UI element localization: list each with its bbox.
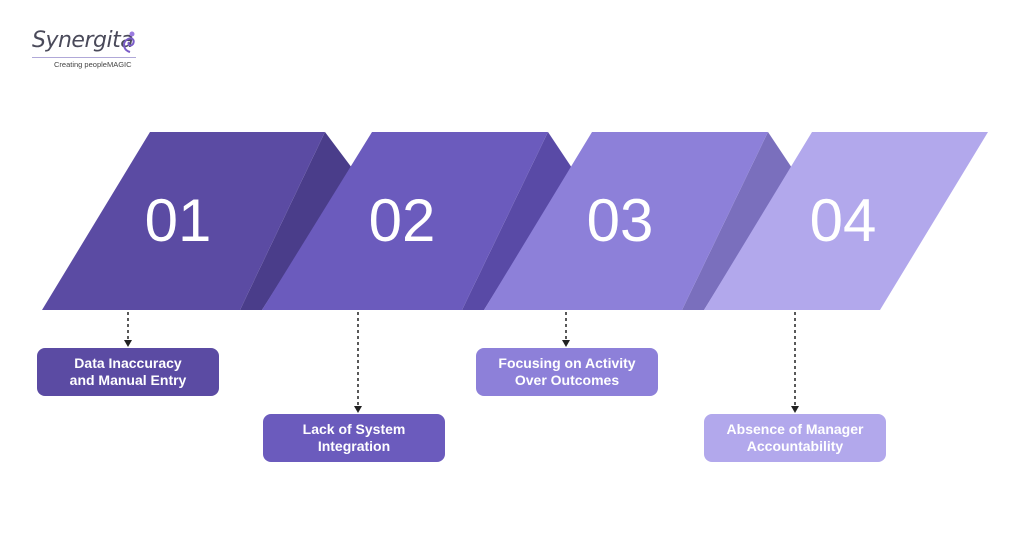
arrowhead-3 [562, 340, 570, 347]
arrowhead-4 [791, 406, 799, 413]
step-label-3-line-1: Focusing on Activity [498, 355, 636, 371]
step-label-4: Absence of Manager Accountability [704, 414, 886, 462]
arrowhead-1 [124, 340, 132, 347]
step-panel-4 [704, 132, 988, 310]
step-label-1: Data Inaccuracy and Manual Entry [37, 348, 219, 396]
synergita-logo: Synergita Creating peopleMAGIC [32, 28, 142, 74]
fold-3-4 [682, 132, 792, 310]
step-label-2-line-1: Lack of System [302, 421, 406, 437]
fold-1-2 [240, 132, 352, 310]
step-panel-1 [42, 132, 325, 310]
step-label-4-line-2: Accountability [746, 438, 844, 454]
step-number-4: 04 [809, 187, 877, 254]
step-number-3: 03 [586, 187, 654, 254]
step-label-4-line-1: Absence of Manager [726, 421, 864, 437]
step-label-3: Focusing on Activity Over Outcomes [476, 348, 658, 396]
step-number-2: 02 [368, 187, 436, 254]
logo-divider [32, 57, 136, 58]
logo-tagline: Creating peopleMAGIC [54, 60, 132, 69]
step-label-2-line-2: Integration [317, 438, 391, 454]
arrowhead-2 [354, 406, 362, 413]
step-number-1: 01 [144, 187, 212, 254]
step-panel-2 [262, 132, 548, 310]
logo-wordmark: Synergita [32, 28, 134, 53]
step-label-3-line-2: Over Outcomes [514, 372, 620, 388]
step-label-2: Lack of System Integration [263, 414, 445, 462]
step-panel-3 [484, 132, 768, 310]
step-label-1-line-1: Data Inaccuracy [74, 355, 182, 371]
fold-2-3 [462, 132, 572, 310]
logo-swirl-icon [123, 31, 135, 53]
step-label-1-line-2: and Manual Entry [69, 372, 187, 388]
